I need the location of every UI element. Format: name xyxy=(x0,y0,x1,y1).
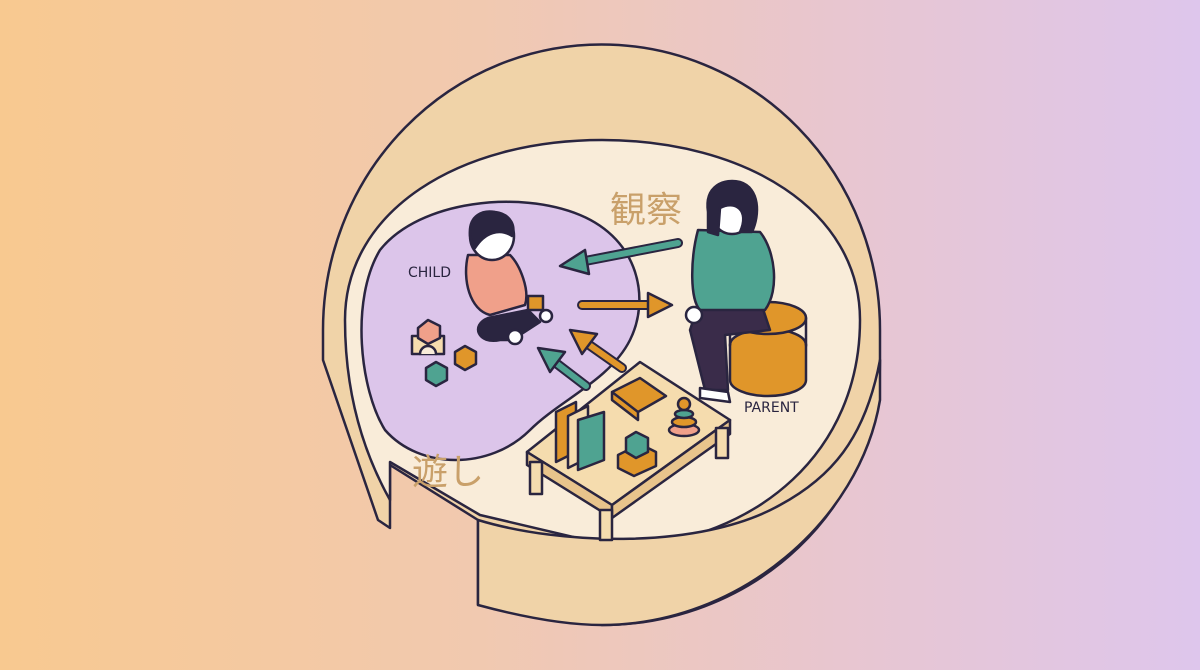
arrow-parent-to-child xyxy=(558,238,683,276)
playpen-front-wall xyxy=(476,358,882,627)
parent-figure xyxy=(684,179,808,404)
parent-label: PARENT xyxy=(744,400,799,416)
block-orange xyxy=(453,344,478,372)
books xyxy=(554,400,606,472)
table-blocks xyxy=(616,430,658,478)
child-label: CHILD xyxy=(408,265,451,281)
arrow-table-to-child-teal xyxy=(536,346,591,391)
child-figure xyxy=(464,210,554,346)
book-flat xyxy=(610,376,668,422)
block-teal xyxy=(424,360,449,388)
arrow-table-to-child-orange xyxy=(568,328,627,373)
arrow-child-to-parent xyxy=(577,291,674,319)
stacking-ring-toy xyxy=(667,396,701,438)
block-arch xyxy=(410,318,446,356)
observe-label: 観察 xyxy=(610,190,682,231)
play-label: 遊し xyxy=(412,452,484,493)
